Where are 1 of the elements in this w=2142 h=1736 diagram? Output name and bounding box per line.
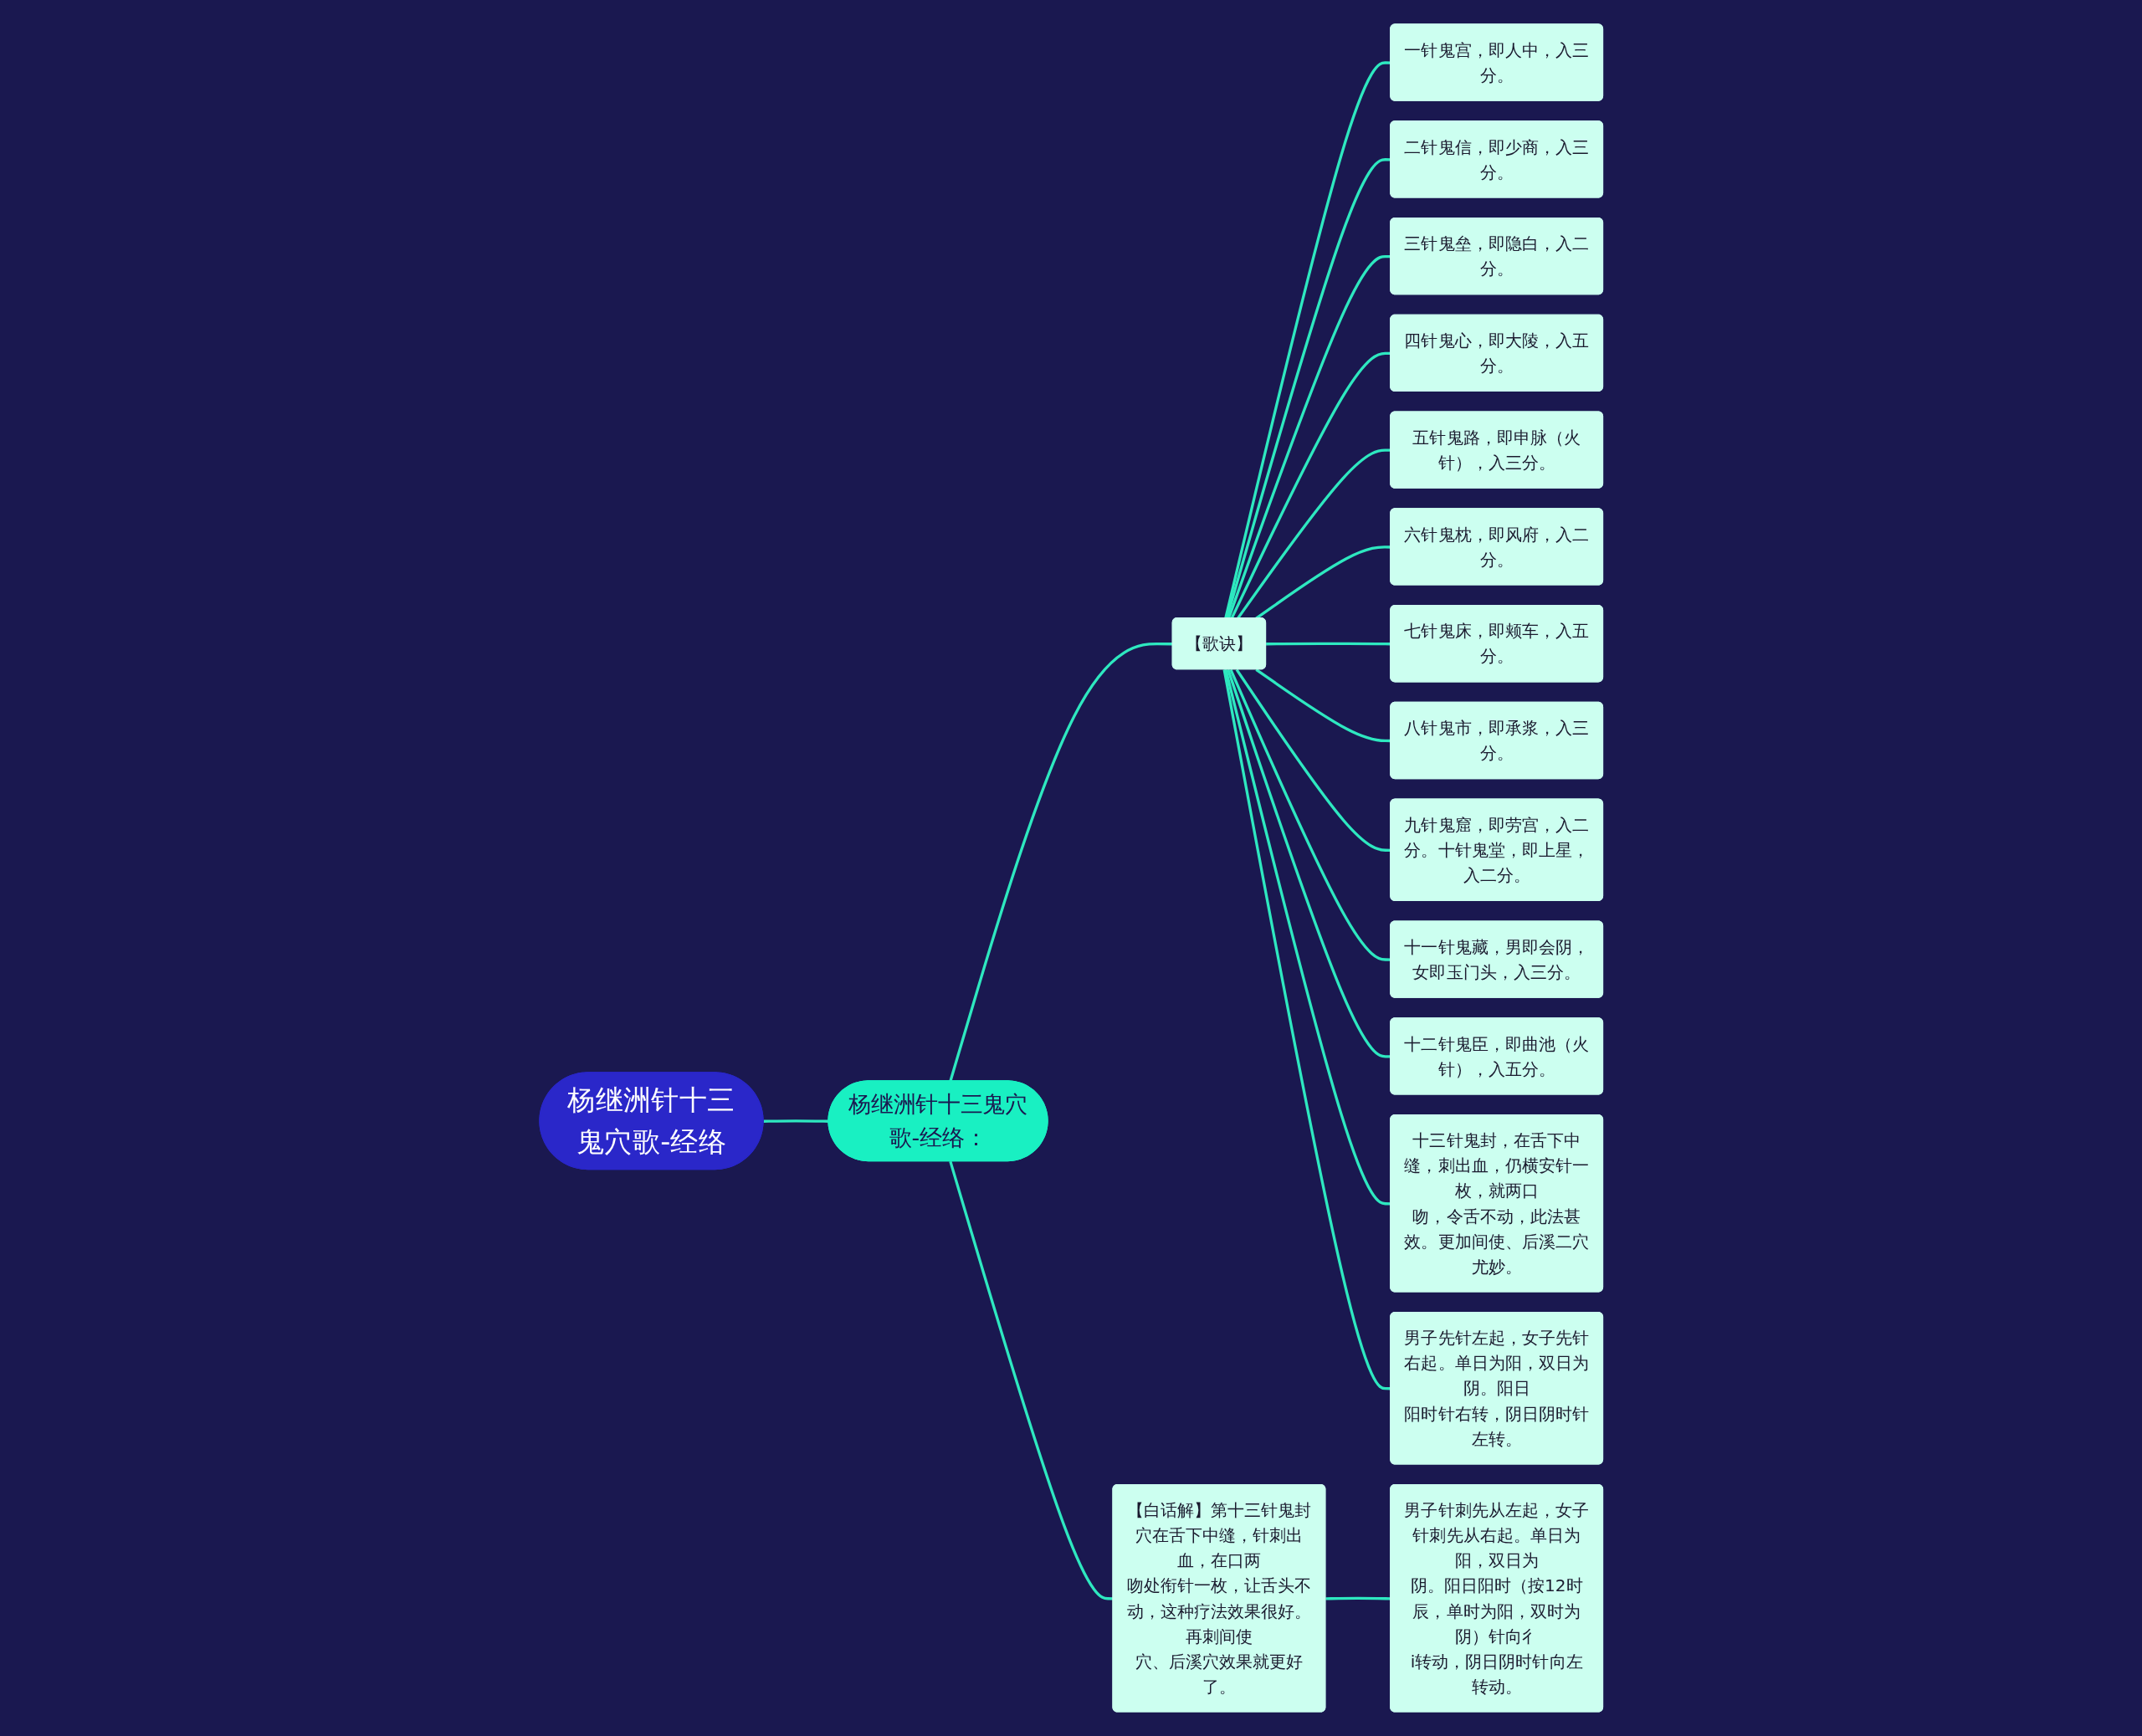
connector — [949, 643, 1173, 1082]
